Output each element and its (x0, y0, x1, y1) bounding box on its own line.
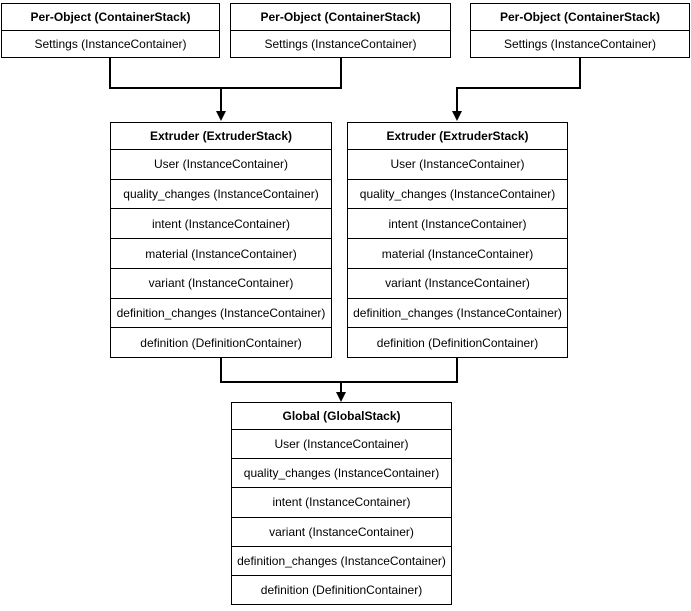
global-stack-rows: User (InstanceContainer)quality_changes … (232, 430, 451, 604)
container-row: variant (InstanceContainer) (348, 269, 567, 299)
container-row: User (InstanceContainer) (111, 150, 331, 180)
container-row: material (InstanceContainer) (111, 239, 331, 269)
container-row: quality_changes (InstanceContainer) (111, 180, 331, 210)
extruder-stack-2-box: Extruder (ExtruderStack) User (InstanceC… (347, 122, 568, 358)
connector-line (579, 58, 581, 89)
container-row: User (InstanceContainer) (232, 430, 451, 460)
container-row: definition_changes (InstanceContainer) (348, 299, 567, 329)
per-object-stack-1-box: Per-Object (ContainerStack) Settings (In… (1, 3, 220, 58)
container-row: material (InstanceContainer) (348, 239, 567, 269)
container-row: variant (InstanceContainer) (111, 269, 331, 299)
arrow-down-icon (336, 392, 346, 402)
container-row: definition (DefinitionContainer) (140, 335, 302, 350)
connector-line (109, 58, 111, 89)
container-row: intent (InstanceContainer) (111, 209, 331, 240)
container-row: definition (DefinitionContainer) (376, 335, 539, 350)
extruder-stack-1-box: Extruder (ExtruderStack) User (InstanceC… (110, 122, 332, 358)
per-object-stack-3-title: Per-Object (ContainerStack) (471, 4, 689, 31)
per-object-stack-2-rows: Settings (InstanceContainer) (231, 31, 450, 57)
connector-line (456, 87, 581, 89)
per-object-stack-3-box: Per-Object (ContainerStack) Settings (In… (470, 3, 690, 58)
container-row: definition (DefinitionContainer) (260, 582, 423, 597)
container-row: definition_changes (InstanceContainer) (232, 547, 451, 576)
connector-line (340, 381, 342, 394)
connector-line (220, 87, 222, 112)
global-stack-box: Global (GlobalStack) User (InstanceConta… (231, 402, 452, 605)
arrow-down-icon (452, 111, 462, 121)
connector-line (220, 381, 458, 383)
connector-line (220, 358, 222, 383)
container-row: quality_changes (InstanceContainer) (348, 180, 567, 210)
global-stack-title: Global (GlobalStack) (232, 403, 451, 430)
container-row: User (InstanceContainer) (348, 150, 567, 180)
container-row: definition_changes (InstanceContainer) (111, 299, 331, 329)
extruder-stack-2-title: Extruder (ExtruderStack) (348, 123, 567, 150)
extruder-stack-2-rows: User (InstanceContainer)quality_changes … (348, 150, 567, 357)
per-object-stack-1-title: Per-Object (ContainerStack) (2, 4, 219, 31)
per-object-stack-2-title: Per-Object (ContainerStack) (231, 4, 450, 31)
connector-line (456, 87, 458, 112)
extruder-stack-1-title: Extruder (ExtruderStack) (111, 123, 331, 150)
container-row: Settings (InstanceContainer) (34, 37, 187, 51)
container-row: quality_changes (InstanceContainer) (232, 459, 451, 489)
connector-line (456, 358, 458, 383)
container-row: Settings (InstanceContainer) (503, 37, 657, 51)
arrow-down-icon (216, 111, 226, 121)
connector-line (109, 87, 342, 89)
per-object-stack-1-rows: Settings (InstanceContainer) (2, 31, 219, 57)
container-row: intent (InstanceContainer) (232, 488, 451, 518)
connector-line (340, 58, 342, 89)
per-object-stack-2-box: Per-Object (ContainerStack) Settings (In… (230, 3, 451, 58)
extruder-stack-1-rows: User (InstanceContainer)quality_changes … (111, 150, 331, 357)
container-row: intent (InstanceContainer) (348, 209, 567, 240)
container-row: Settings (InstanceContainer) (264, 37, 417, 51)
container-row: variant (InstanceContainer) (232, 518, 451, 547)
per-object-stack-3-rows: Settings (InstanceContainer) (471, 31, 689, 57)
